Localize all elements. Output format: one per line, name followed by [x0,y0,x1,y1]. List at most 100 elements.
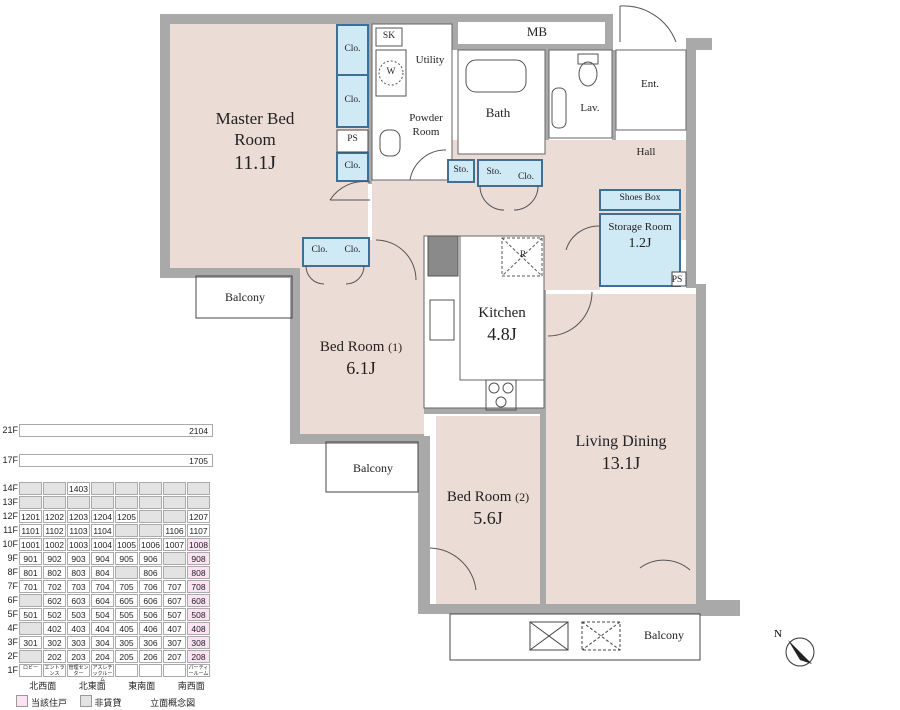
unit-cell [19,650,42,663]
unit-cell: 405 [115,622,138,635]
unit-cell: 804 [91,566,114,579]
master-bed-line2: Room [234,130,276,150]
unit-cell [139,496,162,509]
unit-cell: パーティールーム [187,664,210,677]
unit-cell: 908 [187,552,210,565]
unit-cell [91,496,114,509]
unit-cell: 803 [67,566,90,579]
kitchen-size: 4.8J [487,323,517,344]
unit-cell: 1102 [43,524,66,537]
unit-cell [163,566,186,579]
unit-cell: 707 [163,580,186,593]
unit-cell [115,524,138,537]
unit-cell: 303 [67,636,90,649]
ps-label-2: PS [671,275,683,285]
unit-cell: 203 [67,650,90,663]
unit-cell: 406 [139,622,162,635]
unit-cell [187,496,210,509]
floor-label: 8F [7,567,18,577]
closet-label-5: Clo. [311,245,328,255]
unit-cell: 407 [163,622,186,635]
unit-cell: 607 [163,594,186,607]
legend-nonrental-swatch [79,695,92,707]
unit-cell: 1005 [115,538,138,551]
unit-cell: 1106 [163,524,186,537]
unit-cell: 906 [139,552,162,565]
master-balcony-label: Balcony [225,290,265,304]
unit-cell: ロビー [19,664,42,677]
unit-cell: 1207 [187,510,210,523]
unit-cell [19,622,42,635]
legend: 当該住戸 非賃貸 立面概念図 [16,695,216,709]
entrance-area [615,49,687,131]
master-bed-room-label: Master Bed Room 11.1J [200,108,310,176]
unit-cell: 1101 [19,524,42,537]
bed1-title: Bed Room [319,339,385,355]
unit-cell: 1004 [91,538,114,551]
unit-cell: 506 [139,608,162,621]
powder-line1: Powder [409,112,443,124]
unit-cell: 705 [115,580,138,593]
floor-label: 11F [3,525,18,535]
floor-label: 14F [2,483,18,493]
storage-label: Sto. [486,167,502,177]
north-label: N [774,628,782,640]
room-fills [170,24,696,604]
ld-balcony [449,613,701,661]
unit-cell: 902 [43,552,66,565]
bed1-balcony-label: Balcony [353,461,393,475]
washer-label: W [386,67,396,77]
bath-area [457,49,546,155]
unit-cell [139,664,162,677]
unit-cell: 202 [43,650,66,663]
unit-cell: 1103 [67,524,90,537]
unit-cell [115,566,138,579]
living-dining-label: Living Dining 13.1J [556,432,686,475]
unit-cell: 204 [91,650,114,663]
unit-cell: 1201 [19,510,42,523]
unit-cell: 901 [19,552,42,565]
unit-cell: 801 [19,566,42,579]
unit-cell: 802 [43,566,66,579]
floor-label: 17F [2,455,18,465]
unit-cell: 1001 [19,538,42,551]
unit-cell: 701 [19,580,42,593]
lav-label: Lav. [580,102,600,114]
legend-target-swatch [16,695,28,707]
bath-label: Bath [485,105,511,120]
master-bed-line1: Master Bed [215,109,295,128]
living-dining-floor [546,294,696,604]
unit-cell [67,496,90,509]
bed1-size: 6.1J [346,357,376,378]
unit-cell [91,482,114,495]
closet-label-2: Clo. [344,95,361,105]
closet-label-4: Clo. [517,172,535,182]
kitchen-counter [459,235,545,381]
utility-label: Utility [415,54,445,66]
kitchen-name: Kitchen [478,305,526,321]
unit-cell: アスレチックルーム [91,664,114,683]
unit-cell: 501 [19,608,42,621]
unit-cell [19,496,42,509]
floor-label: 9F [7,553,18,563]
bed2-size: 5.6J [473,507,503,528]
unit-cell: 505 [115,608,138,621]
unit-cell: 404 [91,622,114,635]
unit-cell [43,482,66,495]
unit-cell: 2104 [19,424,213,437]
bed2-name: Bed Room (2) [436,488,540,507]
unit-cell: 708 [187,580,210,593]
unit-cell: 702 [43,580,66,593]
unit-cell: 1705 [19,454,213,467]
floor-label: 12F [2,511,18,521]
walls [160,14,740,616]
unit-cell: 602 [43,594,66,607]
bed1-number: (1) [388,340,403,354]
